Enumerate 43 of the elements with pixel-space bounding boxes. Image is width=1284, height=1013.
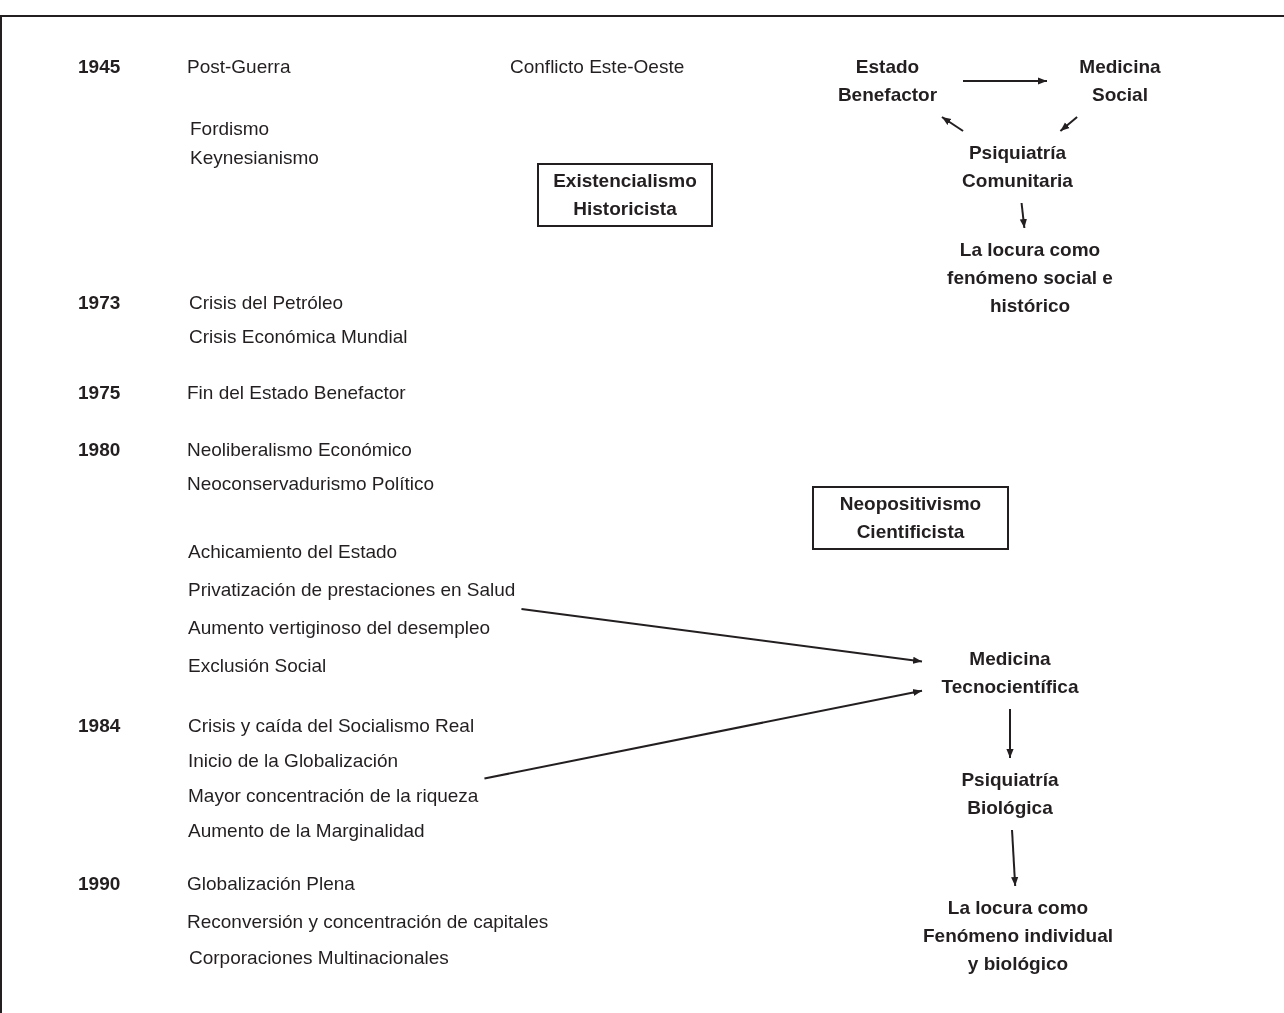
concept-box: Existencialismo Historicista [537,163,713,227]
event-text: Neoliberalismo Económico [187,438,412,462]
concept-text: Medicina Social [1055,53,1185,109]
year-label: 1990 [78,872,121,896]
year-label: 1973 [78,291,121,315]
event-text: Aumento vertiginoso del desempleo [188,616,492,640]
event-text: Aumento de la Marginalidad [188,819,426,843]
event-text: Neoconservadurismo Político [187,472,435,496]
arrow [1006,708,1014,759]
concept-text: Medicina Tecnocientífica [930,645,1090,701]
year-label: 1984 [78,714,122,738]
arrow [520,608,923,664]
event-text: Keynesianismo [190,146,319,170]
arrow [1019,202,1027,229]
event-text: Fordismo [190,117,270,141]
concept-text: Estado Benefactor [820,53,955,109]
event-text: Corporaciones Multinacionales [189,946,449,970]
event-text: Inicio de la Globalización [188,749,400,773]
event-text: Exclusión Social [188,654,328,678]
concept-text: Psiquiatría Comunitaria [930,139,1105,195]
year-label: 1980 [78,438,121,462]
year-label: 1945 [78,55,121,79]
arrow [1059,116,1079,132]
event-text: Conflicto Este-Oeste [510,55,685,79]
arrow [940,116,965,132]
event-text: Fin del Estado Benefactor [187,381,406,405]
arrow [962,77,1048,85]
concept-box: Neopositivismo Cientificista [812,486,1009,550]
event-text: Mayor concentración de la riqueza [188,784,479,808]
arrow [483,688,923,780]
event-text: Crisis Económica Mundial [189,325,408,349]
event-text: Globalización Plena [187,872,355,896]
concept-text: La locura como fenómeno social e histórico [935,236,1125,320]
concept-text: La locura como Fenómeno individual y biológico [916,894,1120,978]
event-text: Crisis y caída del Socialismo Real [188,714,476,738]
event-text: Post-Guerra [187,55,291,79]
event-text: Crisis del Petróleo [189,291,344,315]
year-label: 1975 [78,381,121,405]
event-text: Reconversión y concentración de capitales [187,910,549,934]
concept-text: Psiquiatría Biológica [945,766,1075,822]
event-text: Achicamiento del Estado [188,540,399,564]
arrow [1011,829,1019,887]
event-text: Privatización de prestaciones en Salud [188,578,516,602]
